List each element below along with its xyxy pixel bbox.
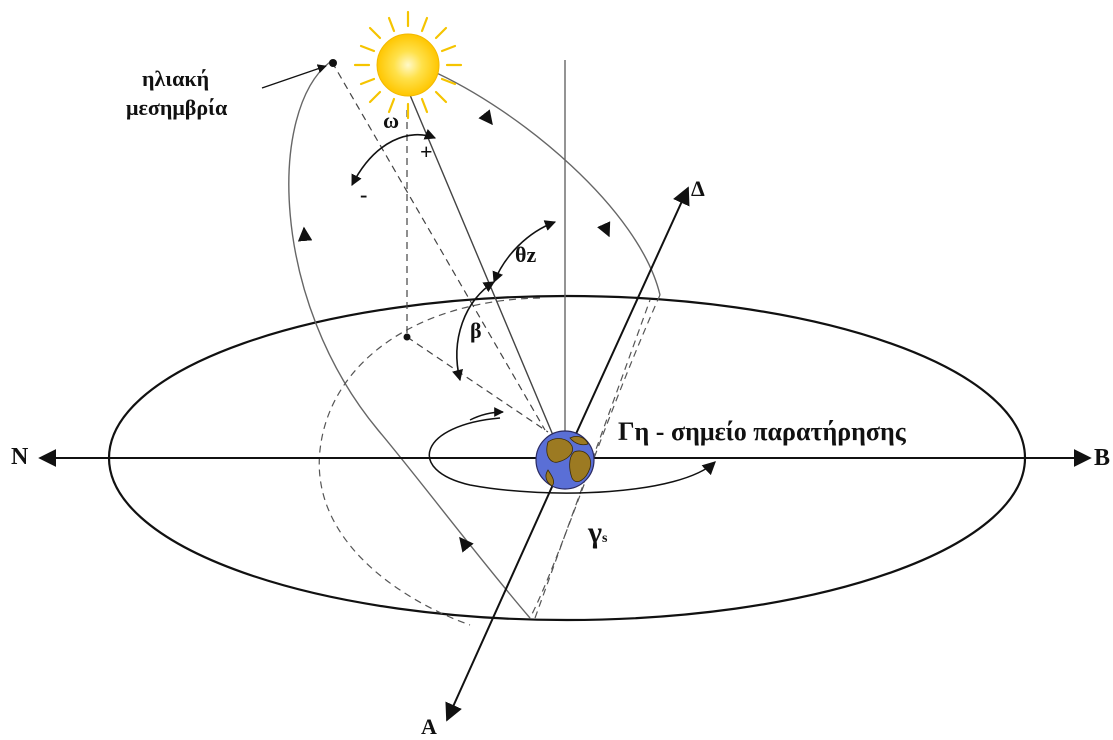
omega-minus-sign: - xyxy=(360,182,368,207)
sun-icon xyxy=(353,10,463,120)
earth-globe-icon xyxy=(535,430,595,490)
solar-noon-label-line1: ηλιακή xyxy=(142,66,210,91)
solar-noon-pointer xyxy=(261,64,327,89)
ground-projection-dashed xyxy=(406,336,549,433)
sun-path-upper xyxy=(429,69,661,296)
omega-arc xyxy=(351,129,437,186)
path-arrow-1 xyxy=(478,109,493,126)
gamma-s-arc xyxy=(428,417,716,494)
axis-label-north: N xyxy=(11,444,29,470)
axis-label-east: Β xyxy=(1094,445,1111,471)
earth-observation-label: Γη - σημείο παρατήρησης xyxy=(618,417,906,446)
gamma-subscript: s xyxy=(602,531,608,546)
axis-label-west: Α xyxy=(421,714,437,739)
solar-noon-point xyxy=(329,59,337,67)
axis-label-south: Δ xyxy=(691,176,705,201)
axis-west xyxy=(445,457,566,722)
gamma-symbol: γ xyxy=(588,516,603,549)
path-arrow-2 xyxy=(597,221,611,238)
gamma-s-label: γs xyxy=(588,518,608,548)
sun-path-hidden xyxy=(529,294,661,619)
azimuth-start-arrow xyxy=(469,407,504,421)
omega-plus-sign: + xyxy=(420,139,433,164)
beta-label: β xyxy=(470,318,482,343)
solar-noon-label-line2: μεσημβρία xyxy=(126,95,228,120)
noon-dashed-line xyxy=(331,61,546,431)
theta-z-label: θz xyxy=(515,242,537,267)
path-arrow-3 xyxy=(297,226,313,242)
axis-south xyxy=(564,186,690,459)
theta-z-arc xyxy=(492,220,557,284)
projection-point xyxy=(403,333,411,341)
projection-ellipse-dashed xyxy=(318,297,541,626)
omega-label: ω xyxy=(383,108,400,133)
beta-arc xyxy=(452,281,495,382)
sun-path-front xyxy=(288,61,531,619)
path-arrow-4 xyxy=(459,536,474,553)
